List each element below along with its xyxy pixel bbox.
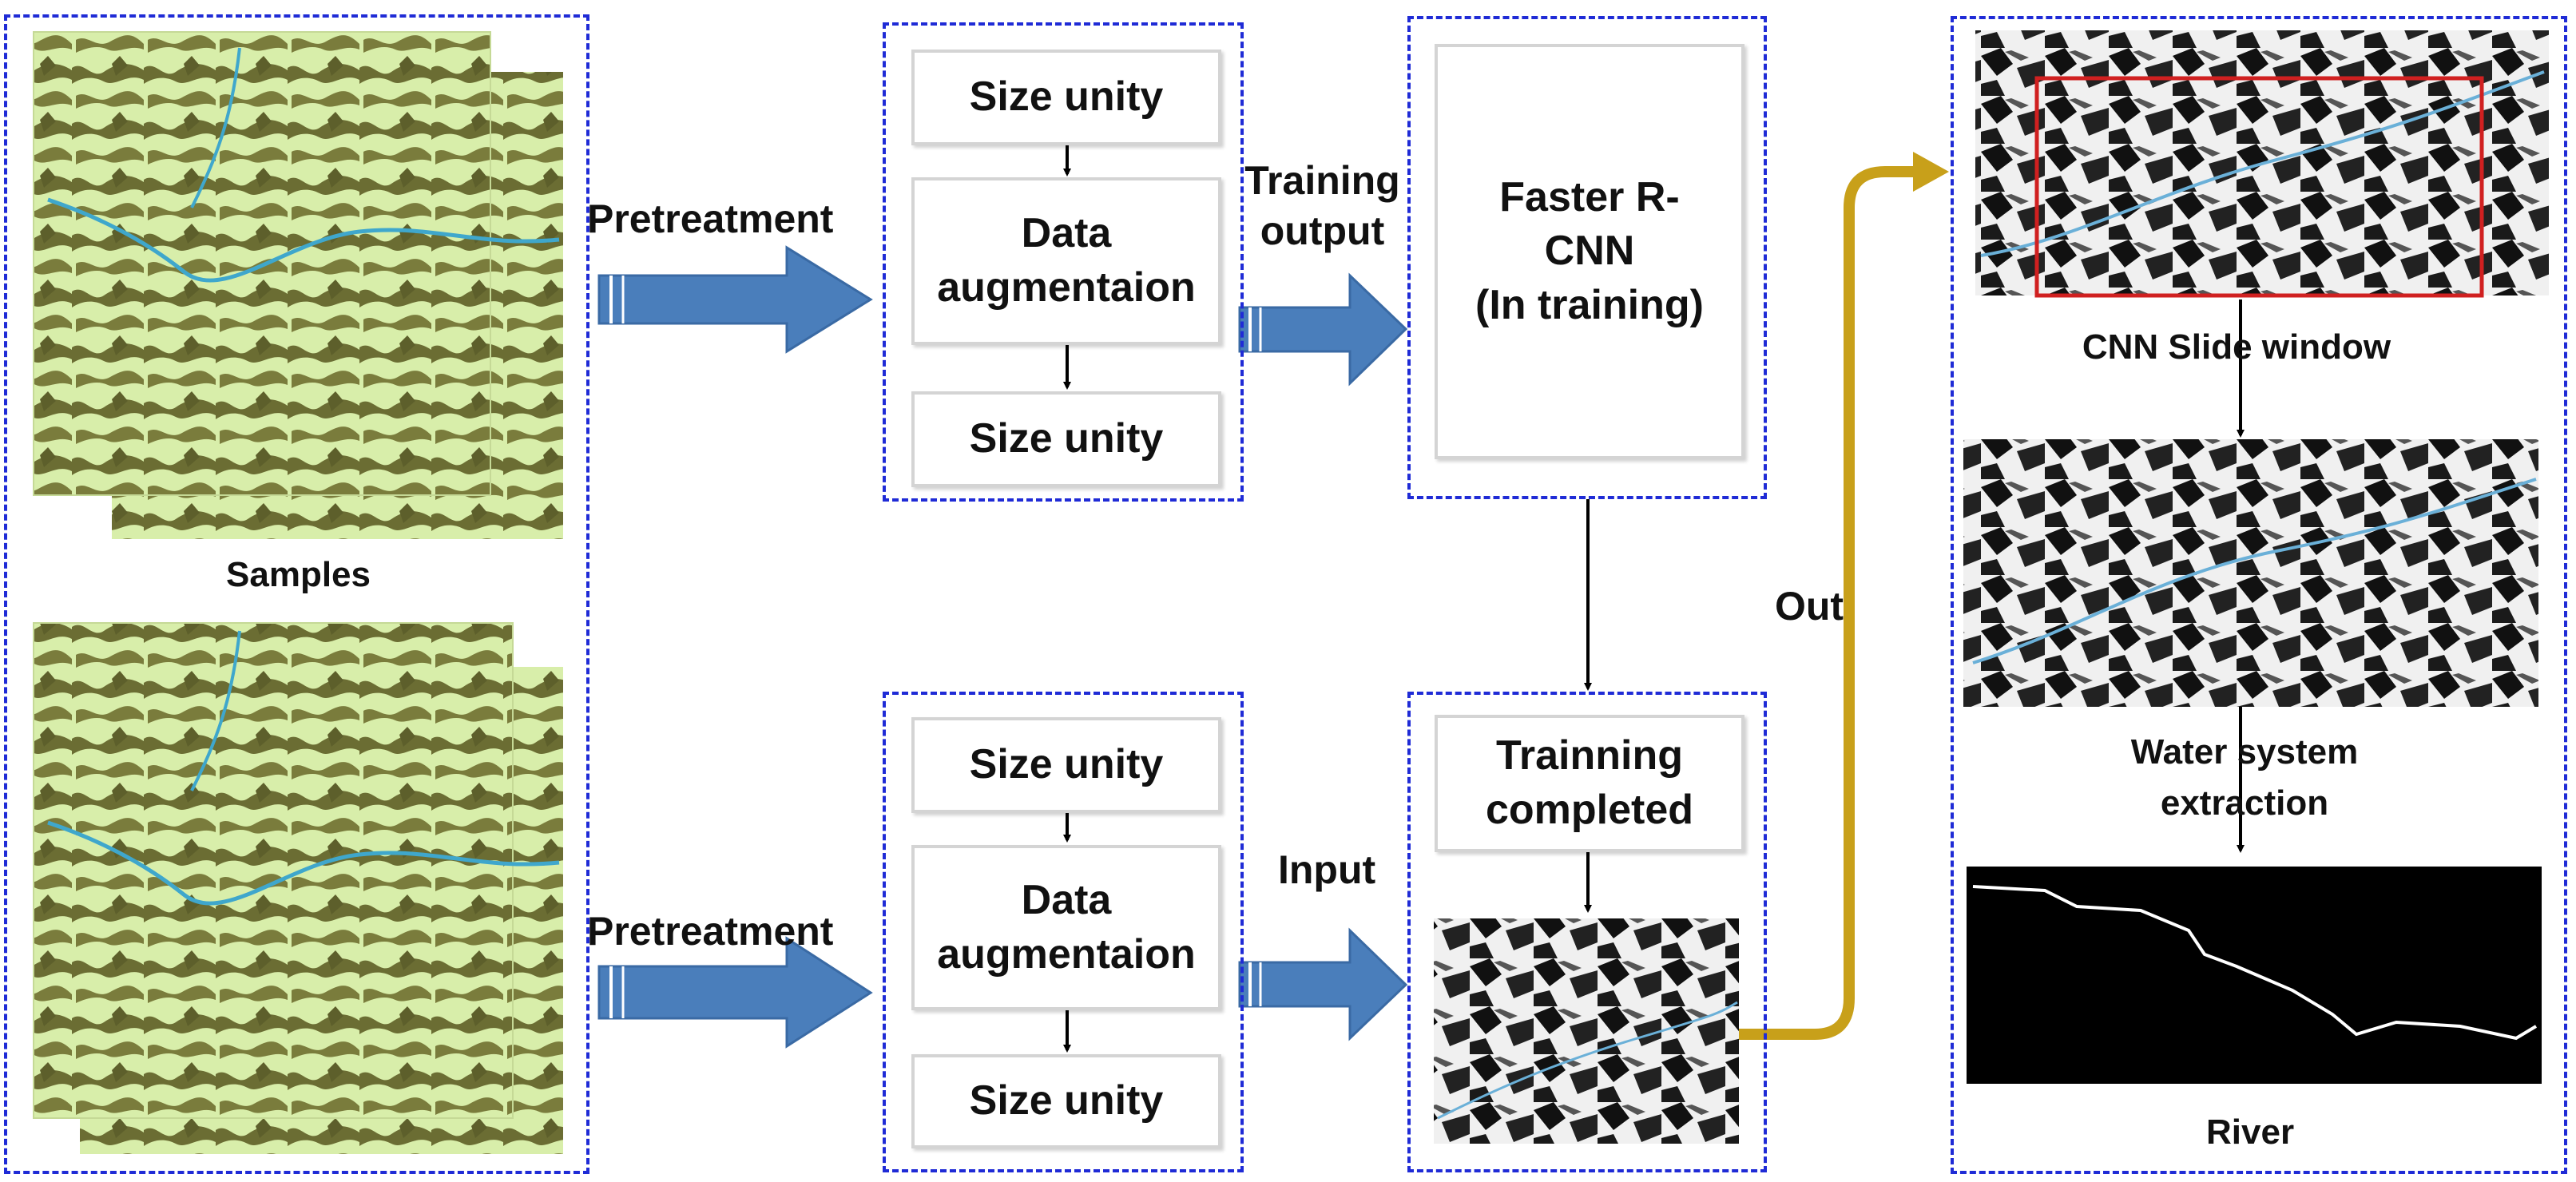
pretreatment-arrow-bottom (597, 936, 873, 1049)
input-label: Input (1278, 847, 1376, 892)
top-size-unity-1-label: Size unity (969, 73, 1164, 121)
training-output-label: Training output (1236, 156, 1408, 256)
samples-label: Samples (226, 555, 371, 594)
pretreatment-label-bottom: Pretreatment (587, 909, 834, 954)
bottom-data-augmentation-box: Data augmentaion (911, 845, 1221, 1010)
samples-top-image (33, 31, 563, 539)
top-size-unity-box: Size unity (911, 50, 1221, 145)
bottom-pipeline-container (883, 692, 1244, 1172)
out-arrow (1735, 152, 1949, 1040)
water-system-extraction-label: Water system extraction (1981, 727, 2508, 829)
input-arrow (1238, 927, 1408, 1041)
pipeline-connector-arrows (1063, 144, 2245, 1053)
bottom-size-unity-box-2: Size unity (911, 1054, 1221, 1148)
pretreatment-label-top: Pretreatment (587, 196, 834, 241)
faster-rcnn-line1: Faster R- (1499, 173, 1680, 220)
water-system-image (1963, 439, 2538, 707)
out-label: Out (1775, 584, 1844, 629)
training-output-arrow (1238, 272, 1408, 387)
faster-rcnn-training-box: Faster R- CNN (In training) (1435, 44, 1744, 459)
training-output-line2: output (1260, 208, 1385, 253)
training-model-container (1407, 16, 1767, 499)
input-terrain-image (1434, 918, 1739, 1144)
top-data-augmentation-line1: Data (1021, 210, 1112, 257)
faster-rcnn-line2: CNN (1544, 228, 1635, 275)
training-completed-line1: Trainning (1496, 732, 1683, 779)
training-output-line1: Training (1244, 158, 1400, 203)
pretreatment-arrow-top (597, 245, 873, 354)
bottom-size-unity-box: Size unity (911, 717, 1221, 813)
top-size-unity-2-label: Size unity (969, 415, 1164, 462)
samples-bottom-image (33, 622, 563, 1154)
river-image (1967, 867, 2542, 1084)
cnn-slide-window-label: CNN Slide window (2082, 327, 2391, 367)
top-size-unity-box-2: Size unity (911, 391, 1221, 487)
samples-container (4, 14, 589, 1174)
training-completed-line2: completed (1485, 787, 1694, 833)
slide-window-box (2034, 76, 2484, 298)
training-completed-box: Trainning completed (1435, 715, 1744, 852)
results-container (1951, 16, 2567, 1174)
faster-rcnn-line3: (In training) (1475, 281, 1704, 328)
bottom-size-unity-2-label: Size unity (969, 1077, 1164, 1124)
bottom-size-unity-1-label: Size unity (969, 741, 1164, 788)
bottom-data-augmentation-line2: augmentaion (937, 930, 1196, 978)
slide-window-image (1975, 30, 2549, 298)
river-label: River (2206, 1113, 2295, 1152)
completed-model-container (1407, 692, 1767, 1172)
top-pipeline-container (883, 22, 1244, 502)
water-system-line2: extraction (2160, 783, 2329, 823)
top-data-augmentation-line2: augmentaion (937, 264, 1196, 311)
top-data-augmentation-box: Data augmentaion (911, 177, 1221, 345)
water-system-line1: Water system (2130, 732, 2359, 771)
bottom-data-augmentation-line1: Data (1021, 876, 1112, 923)
